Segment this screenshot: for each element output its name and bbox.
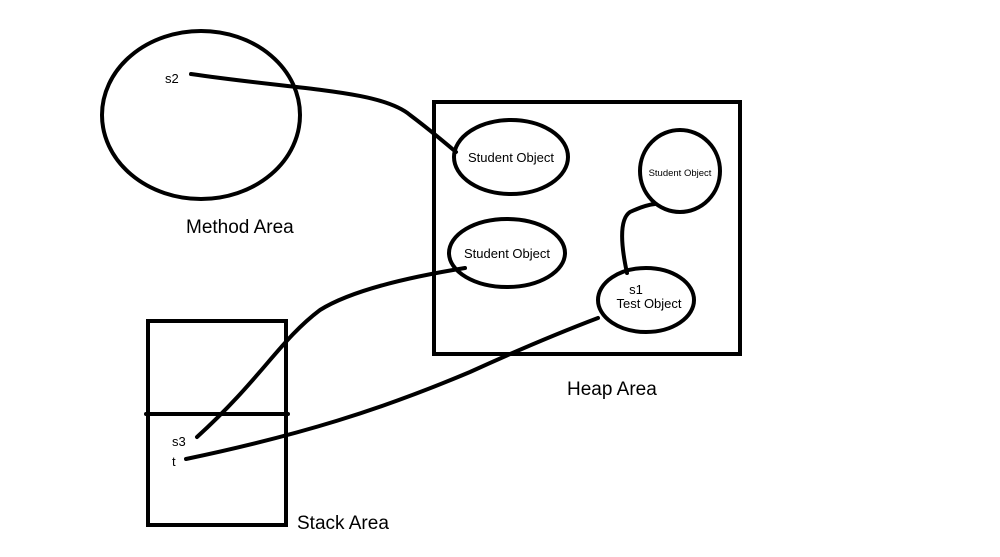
method-area-label: Method Area — [186, 217, 294, 238]
heap-object-student-3: Student Object — [638, 128, 722, 214]
object-ellipse — [452, 118, 570, 196]
stack-area-box — [146, 319, 288, 527]
method-area-ellipse — [100, 29, 302, 201]
variable-s2: s2 — [165, 71, 179, 86]
object-label: Student Object — [649, 168, 712, 179]
object-label: Student Object — [468, 150, 554, 165]
stack-area: s3 t Stack Area — [144, 319, 389, 534]
reference-s2-to-student — [189, 72, 458, 154]
heap-object-test: s1 Test Object — [596, 266, 696, 334]
object-ellipse — [447, 217, 567, 289]
variable-s3: s3 — [172, 434, 186, 449]
reference-t-to-test — [184, 316, 600, 461]
reference-s1-to-student — [620, 202, 657, 275]
variable-s1: s1 — [629, 282, 643, 297]
heap-object-student-2: Student Object — [447, 217, 567, 289]
reference-s3-to-student — [195, 266, 467, 439]
object-ellipse — [596, 266, 696, 334]
heap-area: Heap Area Student Object Student Object … — [432, 100, 742, 400]
object-label: Test Object — [616, 296, 681, 311]
object-ellipse — [638, 128, 722, 214]
heap-area-box — [432, 100, 742, 356]
object-label: Student Object — [464, 246, 550, 261]
stack-area-label: Stack Area — [297, 513, 389, 534]
variable-t: t — [172, 454, 176, 469]
heap-object-student-1: Student Object — [452, 118, 570, 196]
heap-area-label: Heap Area — [567, 379, 657, 400]
method-area: s2 Method Area — [100, 29, 302, 238]
